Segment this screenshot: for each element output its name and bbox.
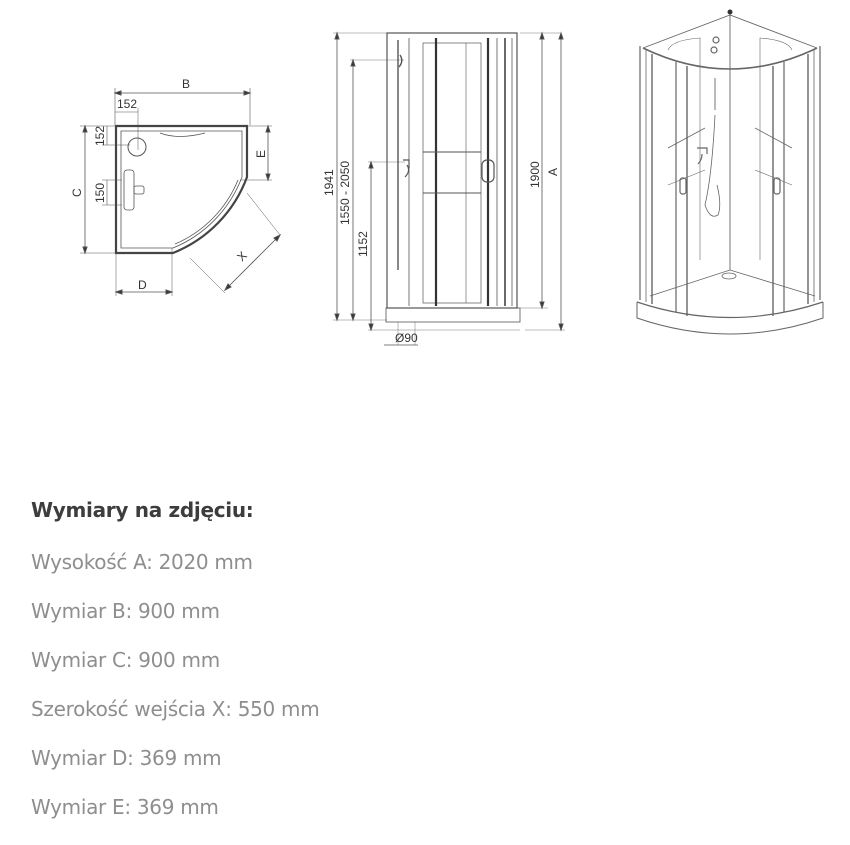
svg-text:1152: 1152 <box>356 231 370 257</box>
svg-text:150: 150 <box>93 183 107 203</box>
dimension-e: Wymiar E: 369 mm <box>31 795 219 819</box>
svg-text:1550 - 2050: 1550 - 2050 <box>338 161 352 225</box>
dimension-b: Wymiar B: 900 mm <box>31 599 220 623</box>
svg-text:A: A <box>546 168 560 176</box>
svg-text:E: E <box>254 150 268 158</box>
dimensions-list: Wysokość A: 2020 mm Wymiar B: 900 mm Wym… <box>31 546 320 840</box>
svg-text:B: B <box>182 77 190 91</box>
top-view-labels: B 152 152 C 150 E D X <box>70 77 268 292</box>
svg-text:D: D <box>138 278 147 292</box>
dimension-c: Wymiar C: 900 mm <box>31 648 220 672</box>
dimension-height-a: Wysokość A: 2020 mm <box>31 550 253 574</box>
svg-text:152: 152 <box>93 126 107 146</box>
svg-text:X: X <box>234 249 250 265</box>
front-view-drawing <box>333 31 565 346</box>
perspective-view-drawing <box>636 9 824 335</box>
svg-text:152: 152 <box>117 97 137 111</box>
dimensions-title: Wymiary na zdjęciu: <box>31 498 254 522</box>
dimension-entry-width-x: Szerokość wejścia X: 550 mm <box>31 697 320 721</box>
dimensions-section: Wymiary na zdjęciu: Wysokość A: 2020 mm … <box>31 490 320 840</box>
technical-drawings: B 152 152 C 150 E D X <box>0 0 850 380</box>
svg-text:1941: 1941 <box>322 169 336 196</box>
svg-text:1900: 1900 <box>528 161 542 188</box>
top-view-drawing <box>80 88 282 296</box>
front-view-labels: 1941 1550 - 2050 1152 1900 A Ø90 <box>322 161 560 345</box>
svg-text:C: C <box>70 188 84 197</box>
dimension-d: Wymiar D: 369 mm <box>31 746 222 770</box>
svg-text:Ø90: Ø90 <box>395 331 418 345</box>
